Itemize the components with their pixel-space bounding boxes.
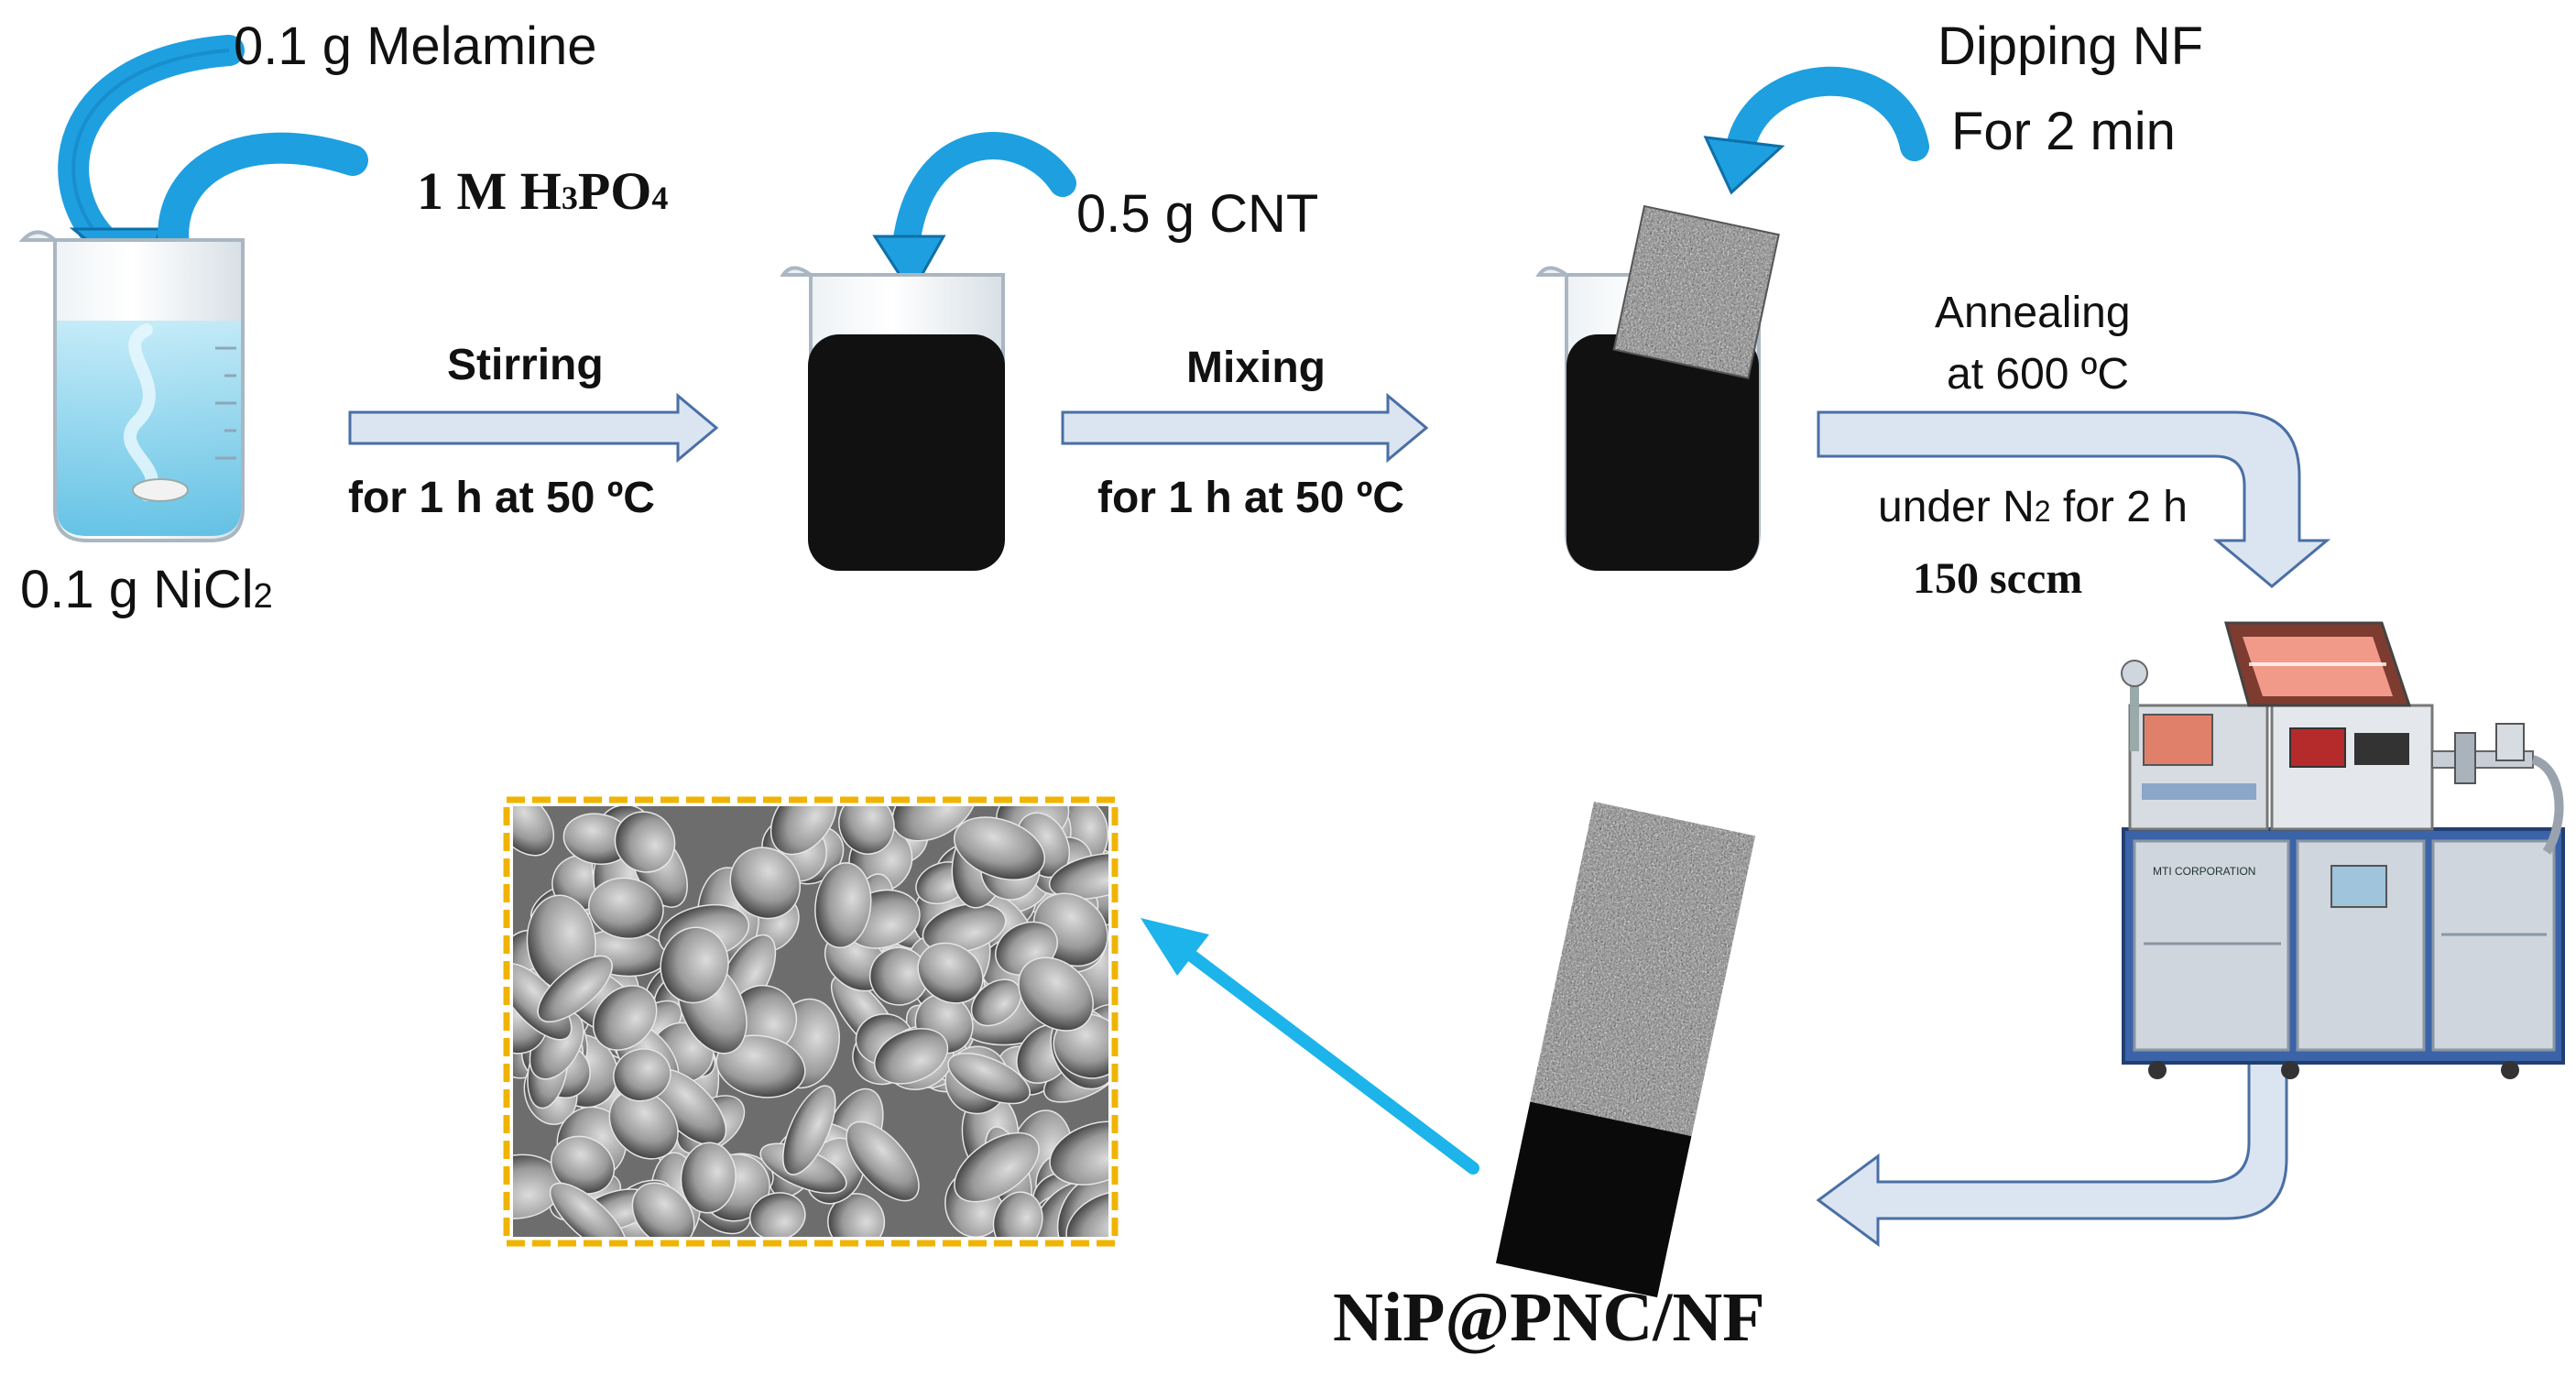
sem-particle [1065, 1191, 1108, 1237]
flow-rate-label: 150 sccm [1913, 554, 2083, 603]
sem-pointer-arrow [1141, 918, 1479, 1175]
sem-particle [608, 1089, 679, 1160]
sem-particle [592, 985, 658, 1051]
sem-particle [827, 1193, 886, 1237]
beaker-cnt-mixture [780, 266, 1005, 571]
sem-particle [947, 1052, 1031, 1105]
mixing-condition: for 1 h at 50 ºC [1097, 474, 1404, 522]
sem-particle [660, 926, 729, 1004]
annealing-label-line1: Annealing [1935, 289, 2131, 337]
sem-particle [513, 806, 555, 857]
nicl2-subscript: 2 [253, 577, 273, 616]
svg-text:MTI CORPORATION: MTI CORPORATION [2153, 865, 2255, 878]
sem-particle [537, 955, 613, 1023]
product-electrode-strip [1495, 802, 1756, 1298]
dipping-label-line2: For 2 min [1951, 102, 2176, 161]
cnt-label: 0.5 g CNT [1076, 184, 1319, 244]
annealing-arrow [1817, 410, 2331, 588]
melamine-label: 0.1 g Melamine [234, 16, 597, 76]
annealing-atmosphere: under N2 for 2 h [1878, 486, 2188, 530]
sem-particle [873, 1028, 949, 1085]
sem-particle [782, 1085, 836, 1175]
sem-micrograph [503, 796, 1119, 1247]
h3po4-po: PO [577, 161, 652, 221]
sem-particle [917, 942, 984, 1004]
h3po4-subscript-3: 3 [561, 180, 578, 216]
beaker-melamine-solution [18, 230, 245, 542]
stirring-label: Stirring [447, 341, 604, 389]
return-arrow [1816, 1059, 2288, 1247]
h3po4-subscript-4: 4 [651, 180, 669, 216]
nicl2-text: 0.1 g NiCl [20, 560, 254, 619]
sem-particle [838, 806, 895, 855]
cnt-addition-arrow [872, 132, 1076, 296]
sem-particle [748, 1192, 806, 1237]
sem-particle [922, 902, 1007, 954]
atmosphere-subscript: 2 [2034, 495, 2051, 528]
sem-particle [846, 1120, 920, 1202]
atmosphere-text: under N [1878, 483, 2035, 531]
sem-particle [729, 847, 802, 920]
sem-particle [680, 1142, 737, 1214]
sem-particle [954, 1131, 1040, 1203]
sem-particle [1018, 956, 1094, 1032]
tube-furnace: MTI CORPORATION [2121, 621, 2565, 1079]
mixing-label: Mixing [1186, 344, 1326, 392]
dipping-addition-arrow [1703, 66, 1929, 195]
beaker-dipping-nf [1535, 204, 1780, 571]
product-label: NiP@PNC/NF [1333, 1279, 1765, 1356]
sem-particle [631, 1182, 695, 1237]
sem-particle [953, 816, 1046, 880]
sem-particle [1049, 1120, 1108, 1186]
annealing-label-line2: at 600 ºC [1947, 350, 2129, 399]
sem-particle [992, 1191, 1043, 1237]
sem-particle [891, 806, 977, 842]
stirring-arrow [348, 392, 719, 464]
nickel-foam-strip [1612, 204, 1780, 379]
sem-particle [588, 877, 664, 940]
sem-particle [770, 806, 837, 856]
mixing-arrow [1061, 392, 1429, 464]
h3po4-text: 1 M H [417, 161, 562, 221]
stirring-condition: for 1 h at 50 ºC [348, 474, 655, 522]
h3po4-label: 1 M H3PO4 [417, 165, 668, 218]
sem-particle [814, 862, 872, 949]
sem-particle [715, 1034, 806, 1098]
sem-particle [614, 811, 676, 873]
sem-particle [970, 978, 1022, 1027]
atmosphere-duration: for 2 h [2050, 483, 2188, 531]
sem-particle [1048, 852, 1108, 900]
sem-particle [549, 1182, 628, 1237]
sem-particle [613, 1048, 671, 1102]
dipping-label-line1: Dipping NF [1937, 16, 2204, 76]
nicl2-label: 0.1 g NiCl2 [20, 563, 273, 617]
